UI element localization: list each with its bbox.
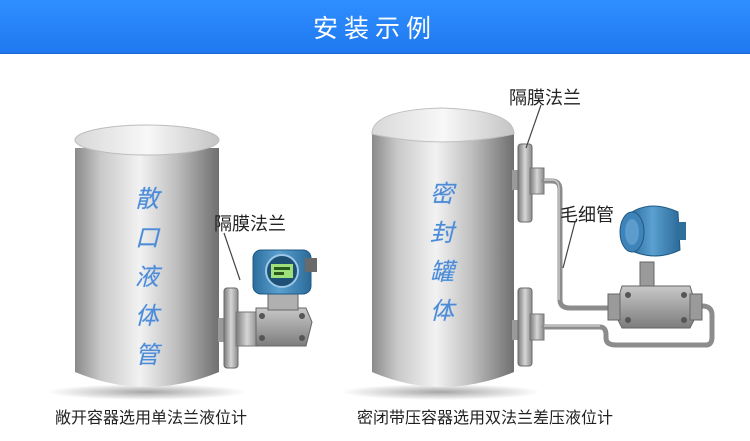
right-flange-leader — [525, 104, 542, 149]
installation-diagram — [47, 104, 715, 400]
right-caption: 密闭带压容器选用双法兰差压液位计 — [357, 408, 614, 427]
capillary-label: 毛细管 — [560, 205, 614, 226]
left-flange-leader — [223, 232, 241, 281]
header-banner: 安装示例 — [0, 0, 750, 54]
open-tank-label: 散口液体管 — [135, 185, 159, 369]
page-title: 安装示例 — [312, 13, 437, 43]
sealed-tank — [341, 107, 541, 400]
sealed-tank-label: 密封罐体 — [430, 180, 454, 325]
upper-diaphragm-flange — [512, 143, 545, 223]
left-flange-label: 隔膜法兰 — [214, 214, 286, 235]
capillary-leader — [562, 221, 576, 269]
left-caption: 敞开容器选用单法兰液位计 — [55, 408, 248, 427]
single-flange-transmitter — [218, 249, 317, 369]
open-tank — [47, 124, 247, 400]
differential-pressure-transmitter — [607, 205, 703, 329]
lower-diaphragm-flange — [512, 287, 545, 367]
right-flange-label: 隔膜法兰 — [509, 88, 581, 109]
